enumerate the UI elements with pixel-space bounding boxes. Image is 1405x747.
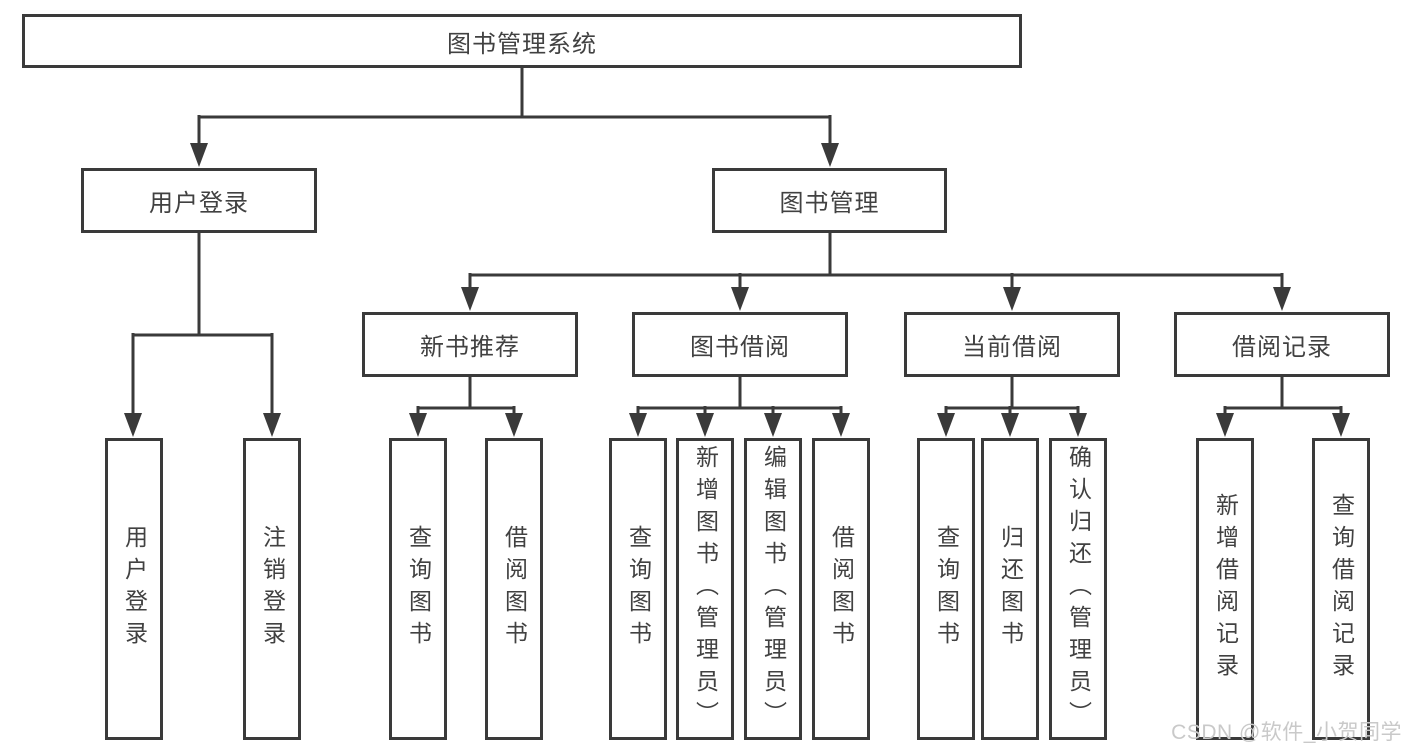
leaf-label: 查询图书 [933, 525, 960, 653]
leaf-query-books-recommend: 查询图书 [389, 438, 447, 740]
leaf-borrow-books: 借阅图书 [812, 438, 870, 740]
node-label: 当前借阅 [962, 334, 1062, 361]
leaf-label: 查询借阅记录 [1328, 493, 1355, 685]
node-label: 用户登录 [149, 190, 249, 217]
node-borrowing-records: 借阅记录 [1174, 312, 1390, 377]
leaf-label: 用户登录 [121, 525, 148, 653]
node-label: 图书借阅 [690, 334, 790, 361]
leaf-label: 查询图书 [625, 525, 652, 653]
node-label: 图书管理系统 [447, 30, 597, 58]
leaf-label: 确认归还（管理员） [1065, 445, 1092, 733]
leaf-label: 借阅图书 [828, 525, 855, 653]
leaf-label: 归还图书 [997, 525, 1024, 653]
leaf-confirm-return-admin: 确认归还（管理员） [1049, 438, 1107, 740]
leaf-query-borrow-record: 查询借阅记录 [1312, 438, 1370, 740]
leaf-logout: 注销登录 [243, 438, 301, 740]
node-label: 图书管理 [779, 190, 880, 217]
node-current-borrowing: 当前借阅 [904, 312, 1120, 377]
leaf-label: 借阅图书 [501, 525, 528, 653]
leaf-borrow-books-recommend: 借阅图书 [485, 438, 543, 740]
node-label: 借阅记录 [1232, 334, 1332, 361]
leaf-add-books-admin: 新增图书（管理员） [676, 438, 734, 740]
node-library-management-system: 图书管理系统 [22, 14, 1022, 68]
leaf-query-books-current: 查询图书 [917, 438, 975, 740]
leaf-label: 编辑图书（管理员） [760, 445, 787, 733]
leaf-label: 新增借阅记录 [1212, 493, 1239, 685]
csdn-watermark: CSDN @软件_小贺同学 [1171, 721, 1402, 744]
node-book-management: 图书管理 [712, 168, 947, 233]
leaf-add-borrow-record: 新增借阅记录 [1196, 438, 1254, 740]
node-user-login: 用户登录 [81, 168, 317, 233]
leaf-return-books: 归还图书 [981, 438, 1039, 740]
leaf-query-books-borrow: 查询图书 [609, 438, 667, 740]
leaf-label: 注销登录 [259, 525, 286, 653]
leaf-edit-books-admin: 编辑图书（管理员） [744, 438, 802, 740]
node-new-book-recommendation: 新书推荐 [362, 312, 578, 377]
leaf-user-login: 用户登录 [105, 438, 163, 740]
node-book-borrowing: 图书借阅 [632, 312, 848, 377]
node-label: 新书推荐 [420, 334, 520, 361]
leaf-label: 新增图书（管理员） [692, 445, 719, 733]
leaf-label: 查询图书 [405, 525, 432, 653]
